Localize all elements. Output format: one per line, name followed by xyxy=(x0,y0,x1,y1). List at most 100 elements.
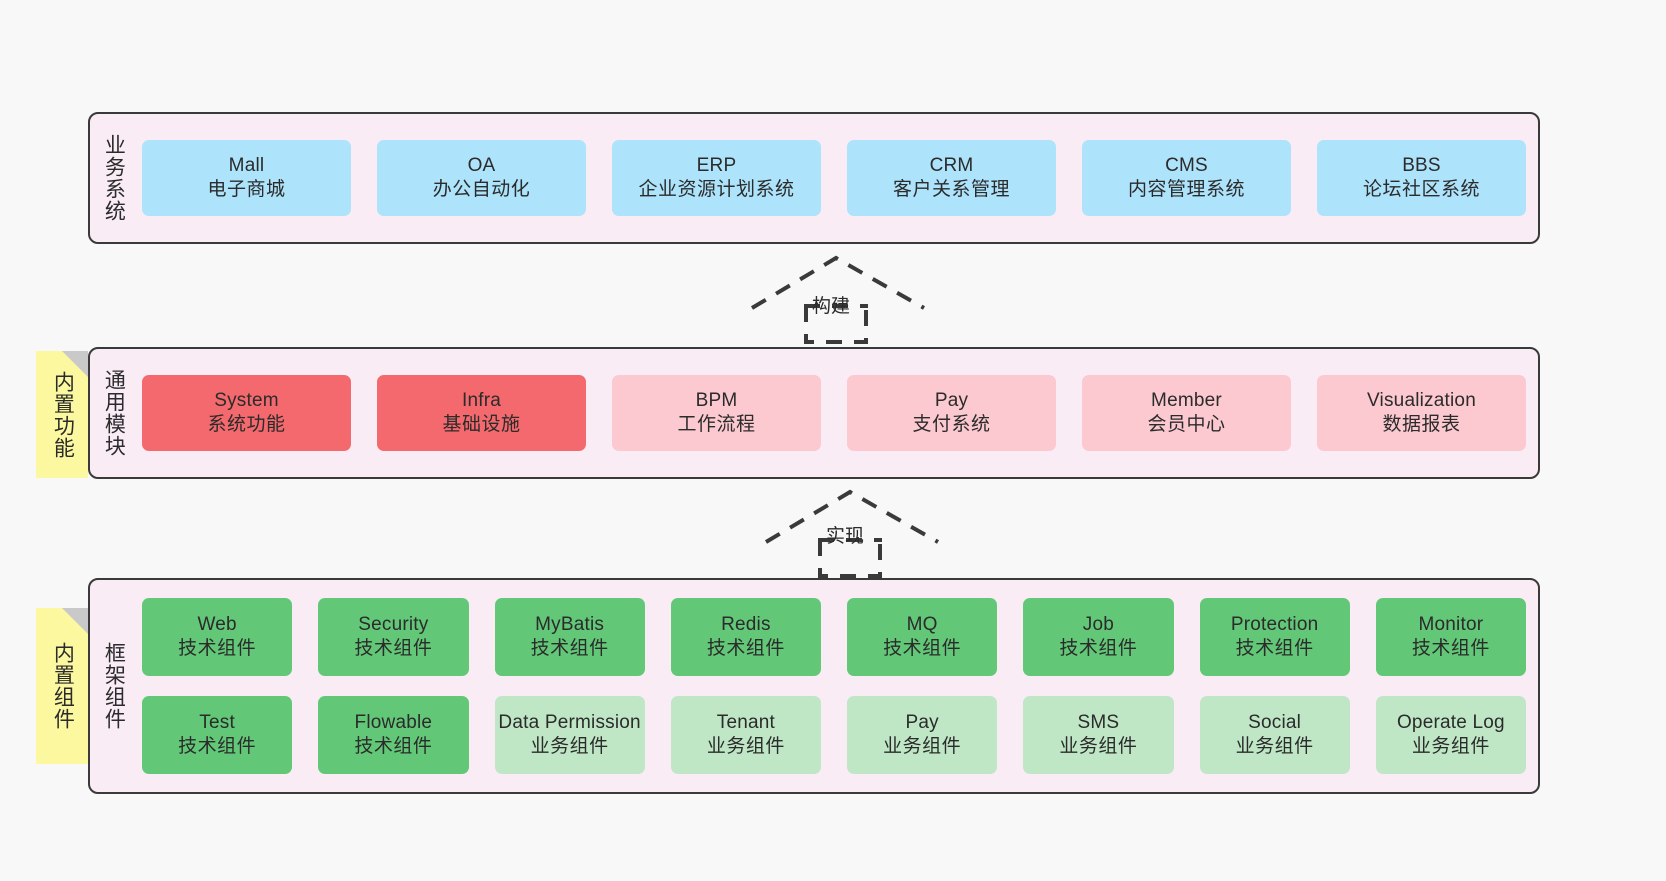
node-crm[interactable]: CRM 客户关系管理 xyxy=(847,140,1056,216)
node-subtitle: 论坛社区系统 xyxy=(1362,179,1480,200)
page-fold-icon xyxy=(62,608,88,634)
node-subtitle: 技术组件 xyxy=(706,638,785,659)
node-test[interactable]: Test 技术组件 xyxy=(142,696,293,774)
node-pay-module[interactable]: Pay 支付系统 xyxy=(847,375,1056,451)
note-builtin-functions: 内置功能 xyxy=(36,351,88,478)
node-subtitle: 电子商城 xyxy=(207,179,286,200)
node-subtitle: 技术组件 xyxy=(354,736,433,757)
node-title: Web xyxy=(197,613,237,635)
node-subtitle: 业务组件 xyxy=(1059,736,1138,757)
node-subtitle: 技术组件 xyxy=(883,638,962,659)
generalization-arrow-implement-icon xyxy=(764,489,939,578)
node-monitor[interactable]: Monitor 技术组件 xyxy=(1375,598,1526,676)
node-subtitle: 企业资源计划系统 xyxy=(638,179,795,200)
node-sms[interactable]: SMS 业务组件 xyxy=(1023,696,1174,774)
node-title: BPM xyxy=(695,389,738,411)
node-title: Visualization xyxy=(1367,389,1476,411)
node-title: MyBatis xyxy=(535,613,605,635)
node-operate-log[interactable]: Operate Log 业务组件 xyxy=(1375,696,1526,774)
layer-common-modules: 通用模块 System 系统功能 Infra 基础设施 BPM 工作流程 Pay… xyxy=(88,347,1540,479)
node-subtitle: 基础设施 xyxy=(442,414,521,435)
node-subtitle: 办公自动化 xyxy=(432,179,531,200)
node-subtitle: 业务组件 xyxy=(530,736,609,757)
node-subtitle: 业务组件 xyxy=(1235,736,1314,757)
node-subtitle: 业务组件 xyxy=(1411,736,1490,757)
node-subtitle: 技术组件 xyxy=(178,736,257,757)
node-subtitle: 数据报表 xyxy=(1382,414,1461,435)
node-title: SMS xyxy=(1077,711,1120,733)
node-erp[interactable]: ERP 企业资源计划系统 xyxy=(612,140,821,216)
node-mall[interactable]: Mall 电子商城 xyxy=(142,140,351,216)
node-member[interactable]: Member 会员中心 xyxy=(1082,375,1291,451)
node-title: Monitor xyxy=(1418,613,1484,635)
node-title: System xyxy=(214,389,279,411)
layer-body-business-systems: Mall 电子商城 OA 办公自动化 ERP 企业资源计划系统 CRM 客户关系… xyxy=(136,114,1538,242)
node-job[interactable]: Job 技术组件 xyxy=(1023,598,1174,676)
node-subtitle: 会员中心 xyxy=(1147,414,1226,435)
node-title: Protection xyxy=(1230,613,1319,635)
note-builtin-components: 内置组件 xyxy=(36,608,88,764)
node-subtitle: 业务组件 xyxy=(883,736,962,757)
node-subtitle: 支付系统 xyxy=(912,414,991,435)
arrow-label-build: 构建 xyxy=(812,296,851,317)
node-title: Operate Log xyxy=(1396,711,1505,733)
node-title: Pay xyxy=(934,389,969,411)
node-row: Test 技术组件 Flowable 技术组件 Data Permission … xyxy=(142,696,1526,774)
node-mq[interactable]: MQ 技术组件 xyxy=(847,598,998,676)
node-title: CMS xyxy=(1165,154,1208,176)
layer-title-common-modules: 通用模块 xyxy=(102,369,126,457)
node-title: Tenant xyxy=(716,711,775,733)
node-data-permission[interactable]: Data Permission 业务组件 xyxy=(494,696,645,774)
generalization-arrow-build-icon xyxy=(750,255,925,344)
node-pay-component[interactable]: Pay 业务组件 xyxy=(847,696,998,774)
node-redis[interactable]: Redis 技术组件 xyxy=(670,598,821,676)
node-flowable[interactable]: Flowable 技术组件 xyxy=(318,696,469,774)
node-title: BBS xyxy=(1402,154,1441,176)
layer-framework-components: 框架组件 Web 技术组件 Security 技术组件 MyBatis 技术组件… xyxy=(88,578,1540,794)
layer-body-common-modules: System 系统功能 Infra 基础设施 BPM 工作流程 Pay 支付系统… xyxy=(136,349,1538,477)
node-title: ERP xyxy=(696,154,737,176)
node-subtitle: 内容管理系统 xyxy=(1127,179,1245,200)
node-title: Mall xyxy=(228,154,265,176)
node-tenant[interactable]: Tenant 业务组件 xyxy=(670,696,821,774)
node-subtitle: 技术组件 xyxy=(1059,638,1138,659)
node-subtitle: 客户关系管理 xyxy=(892,179,1010,200)
layer-title-business-systems: 业务系统 xyxy=(102,134,126,222)
node-security[interactable]: Security 技术组件 xyxy=(318,598,469,676)
node-title: Redis xyxy=(721,613,771,635)
node-bpm[interactable]: BPM 工作流程 xyxy=(612,375,821,451)
arrow-label-implement: 实现 xyxy=(826,526,865,547)
node-row: Web 技术组件 Security 技术组件 MyBatis 技术组件 Redi… xyxy=(142,598,1526,676)
node-social[interactable]: Social 业务组件 xyxy=(1199,696,1350,774)
node-row: System 系统功能 Infra 基础设施 BPM 工作流程 Pay 支付系统… xyxy=(142,375,1526,451)
node-visualization[interactable]: Visualization 数据报表 xyxy=(1317,375,1526,451)
node-title: Flowable xyxy=(354,711,433,733)
node-title: MQ xyxy=(906,613,938,635)
node-subtitle: 系统功能 xyxy=(207,414,286,435)
note-label: 内置组件 xyxy=(51,642,75,730)
node-subtitle: 业务组件 xyxy=(706,736,785,757)
node-system[interactable]: System 系统功能 xyxy=(142,375,351,451)
node-title: Test xyxy=(199,711,235,733)
node-oa[interactable]: OA 办公自动化 xyxy=(377,140,586,216)
node-subtitle: 技术组件 xyxy=(178,638,257,659)
node-title: Job xyxy=(1082,613,1114,635)
node-title: CRM xyxy=(929,154,974,176)
node-protection[interactable]: Protection 技术组件 xyxy=(1199,598,1350,676)
node-title: Member xyxy=(1151,389,1222,411)
node-subtitle: 技术组件 xyxy=(1411,638,1490,659)
node-bbs[interactable]: BBS 论坛社区系统 xyxy=(1317,140,1526,216)
node-subtitle: 技术组件 xyxy=(1235,638,1314,659)
node-infra[interactable]: Infra 基础设施 xyxy=(377,375,586,451)
node-title: Social xyxy=(1248,711,1302,733)
note-label: 内置功能 xyxy=(51,370,75,459)
node-title: Data Permission xyxy=(498,711,641,733)
node-web[interactable]: Web 技术组件 xyxy=(142,598,293,676)
node-subtitle: 技术组件 xyxy=(354,638,433,659)
node-cms[interactable]: CMS 内容管理系统 xyxy=(1082,140,1291,216)
layer-title-framework-components: 框架组件 xyxy=(102,642,126,730)
node-title: Security xyxy=(358,613,429,635)
node-mybatis[interactable]: MyBatis 技术组件 xyxy=(494,598,645,676)
layer-body-framework-components: Web 技术组件 Security 技术组件 MyBatis 技术组件 Redi… xyxy=(136,580,1538,792)
